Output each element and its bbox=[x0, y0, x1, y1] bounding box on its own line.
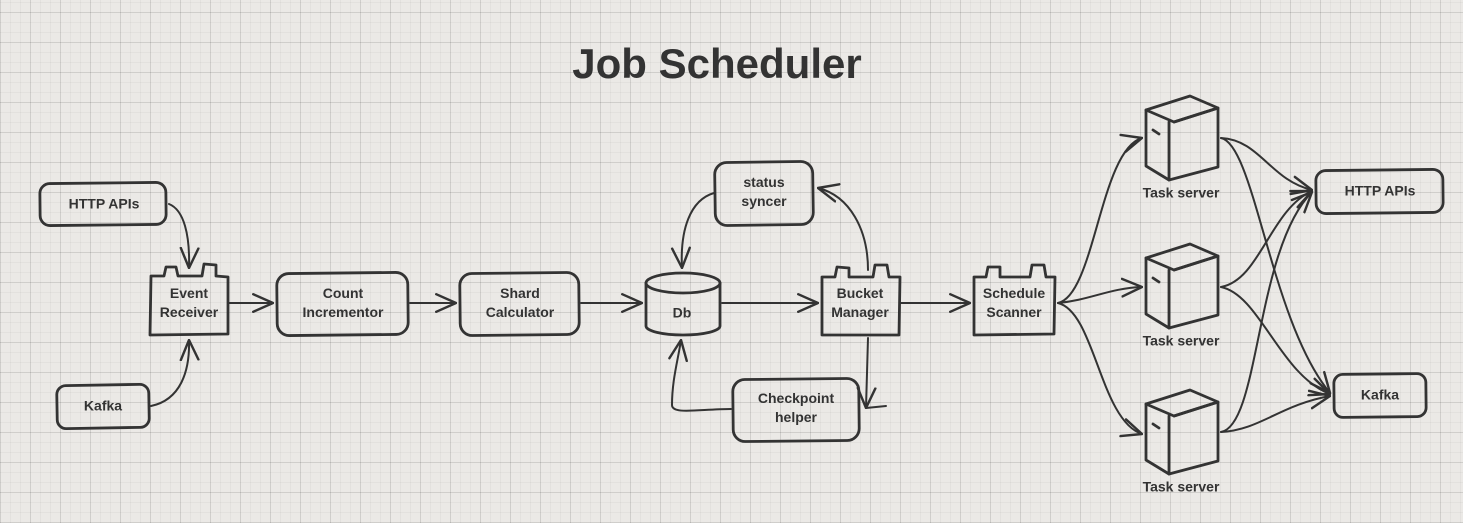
http-apis-out-label: HTTP APIs bbox=[1344, 182, 1416, 199]
kafka-out-label: Kafka bbox=[1360, 386, 1400, 403]
task-server-3-icon bbox=[1144, 388, 1220, 476]
shard-calculator-node bbox=[458, 271, 581, 337]
edge-kafka-to-event-receiver bbox=[150, 340, 189, 407]
edge-task-1-to-kafka bbox=[1220, 137, 1330, 393]
event-receiver-label: Event Receiver bbox=[159, 285, 219, 320]
task-server-1-icon bbox=[1144, 94, 1220, 182]
http-apis-in-node bbox=[38, 181, 168, 227]
kafka-in-node bbox=[55, 382, 151, 431]
db-node bbox=[644, 271, 722, 337]
kafka-in-label: Kafka bbox=[83, 397, 123, 414]
task-server-2-icon bbox=[1144, 242, 1220, 330]
checkpoint-helper-node bbox=[731, 377, 861, 443]
edge-task-1-to-http bbox=[1220, 137, 1312, 190]
task-server-1-label: Task server bbox=[1142, 184, 1220, 201]
edge-http-to-event-receiver bbox=[168, 203, 189, 268]
status-syncer-label: status syncer bbox=[741, 174, 787, 209]
task-server-3-label: Task server bbox=[1142, 478, 1220, 495]
schedule-scanner-node bbox=[972, 263, 1057, 337]
edge-bucket-to-syncer bbox=[818, 188, 869, 271]
edge-checkpoint-stub bbox=[865, 405, 887, 409]
event-receiver-node bbox=[148, 262, 230, 337]
shard-calculator-label: Shard Calculator bbox=[485, 285, 555, 320]
count-incrementor-node bbox=[275, 271, 410, 337]
bucket-manager-label: Bucket Manager bbox=[831, 285, 889, 320]
edge-scanner-to-task-2 bbox=[1057, 287, 1142, 304]
edge-task-2-to-http bbox=[1220, 191, 1312, 288]
kafka-out-node bbox=[1332, 372, 1428, 419]
edge-task-3-to-kafka bbox=[1220, 396, 1330, 433]
checkpoint-helper-label: Checkpoint helper bbox=[757, 390, 835, 425]
schedule-scanner-label: Schedule Scanner bbox=[982, 285, 1046, 320]
db-label: Db bbox=[672, 304, 692, 321]
count-incrementor-label: Count Incrementor bbox=[302, 285, 384, 320]
edge-scanner-to-task-1 bbox=[1057, 138, 1142, 304]
edge-bucket-to-checkpoint bbox=[866, 337, 868, 408]
http-apis-out-node bbox=[1314, 168, 1445, 215]
edge-syncer-to-db bbox=[682, 192, 715, 268]
edge-scanner-to-task-3 bbox=[1057, 302, 1142, 434]
edge-checkpoint-to-db bbox=[672, 340, 732, 412]
edge-task-3-to-http bbox=[1220, 192, 1312, 433]
bucket-manager-node bbox=[820, 263, 902, 337]
task-server-2-label: Task server bbox=[1142, 332, 1220, 349]
status-syncer-node bbox=[713, 160, 815, 227]
http-apis-in-label: HTTP APIs bbox=[68, 195, 140, 212]
edge-task-2-to-kafka bbox=[1220, 286, 1330, 394]
diagram-title: Job Scheduler bbox=[572, 40, 862, 87]
